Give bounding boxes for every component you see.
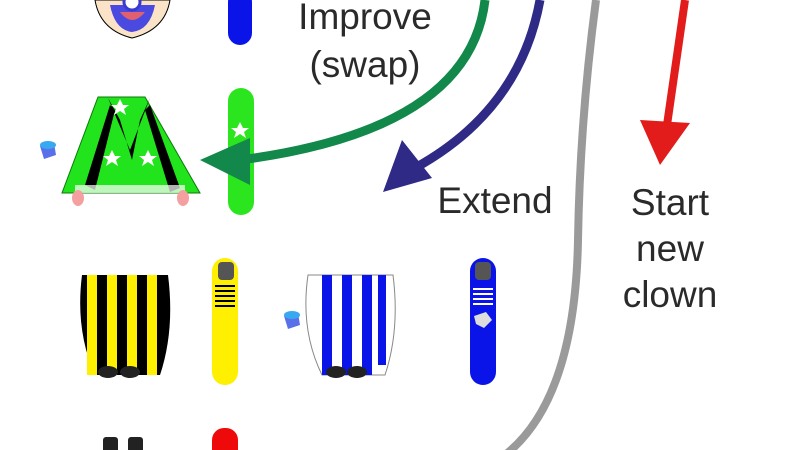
extend-arrow <box>383 0 545 192</box>
extend-label: Extend <box>437 180 553 221</box>
start-new-arrow <box>640 0 690 165</box>
improve-label: Improve <box>298 0 432 37</box>
new-label: new <box>636 228 704 269</box>
start-label: Start <box>630 182 710 223</box>
swap-label: (swap) <box>309 44 421 85</box>
red-swatch-bar <box>212 428 238 450</box>
black-boots <box>103 437 143 450</box>
blue-swatch-bar <box>470 258 496 385</box>
paint-bucket-icon <box>284 311 300 329</box>
paint-bucket-icon <box>40 141 56 159</box>
blue-swatch-bar-top <box>228 0 252 45</box>
improve-arrow <box>200 0 490 185</box>
green-shirt <box>61 96 201 206</box>
yellow-black-pants <box>80 275 171 378</box>
blue-white-pants <box>305 274 396 378</box>
yellow-swatch-bar <box>212 258 238 385</box>
clown-label: clown <box>622 274 718 315</box>
clown-face <box>94 0 171 39</box>
divider-curve <box>504 0 600 450</box>
